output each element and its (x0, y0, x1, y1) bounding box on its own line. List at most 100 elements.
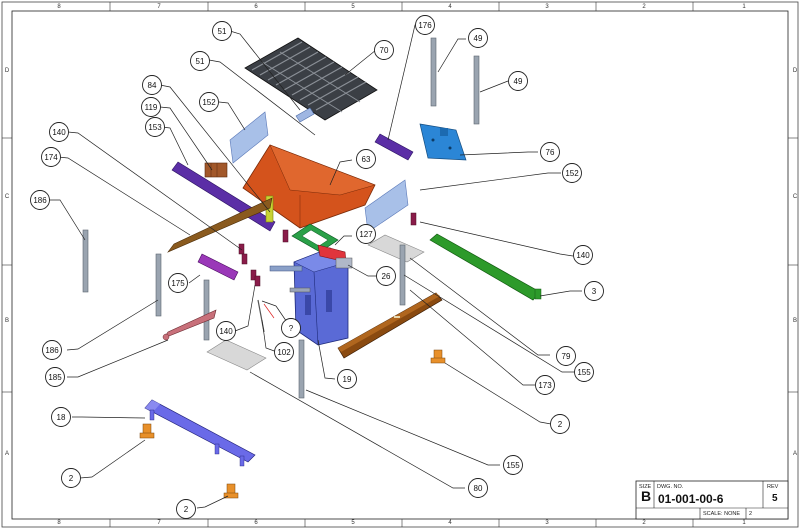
part-hopper-63 (242, 144, 376, 229)
title-block: SIZE B DWG. NO. 01-001-00-6 REV 5 SCALE:… (635, 480, 789, 520)
balloon-153: 153 (145, 117, 165, 137)
balloon-186: 186 (42, 340, 62, 360)
part-bar-176 (374, 133, 414, 161)
balloon-175: 175 (168, 273, 188, 293)
balloon-18: 18 (51, 407, 71, 427)
column-zone-label: 2 (642, 4, 646, 10)
part-post-49-right (473, 55, 480, 125)
balloon-label: 51 (218, 27, 227, 36)
part-block-119 (204, 162, 228, 178)
balloon-circle (556, 346, 576, 366)
part-panel-152-left (229, 111, 269, 164)
part-central-assembly (269, 244, 353, 346)
balloon-label: 18 (57, 413, 66, 422)
title-dwg-label: DWG. NO. (657, 484, 684, 490)
balloon-label: 80 (474, 484, 483, 493)
balloon-label: 2 (184, 505, 189, 514)
balloon-circle (356, 224, 376, 244)
balloon-circle (535, 375, 555, 395)
column-zone-label: 4 (448, 520, 452, 526)
balloon-circle (584, 281, 604, 301)
balloon-185: 185 (45, 367, 65, 387)
title-sheet: 2 (749, 511, 752, 517)
balloon-174: 174 (41, 147, 61, 167)
balloon-label: 49 (474, 34, 483, 43)
balloon-circle (281, 318, 301, 338)
balloon-circle (61, 468, 81, 488)
part-cylinder-185 (162, 309, 217, 341)
balloon-label: 152 (202, 98, 216, 107)
balloon-label: 119 (145, 103, 158, 112)
balloon-label: ? (289, 324, 294, 333)
balloon-circle (573, 245, 593, 265)
title-rev-label: REV (767, 484, 779, 490)
balloon-label: 49 (514, 77, 523, 86)
row-zone-label: D (5, 68, 10, 74)
part-bracket-76 (419, 123, 467, 161)
balloon-circle (141, 97, 161, 117)
balloon-circle (176, 499, 196, 519)
balloon-circle (376, 266, 396, 286)
balloon-circle (51, 407, 71, 427)
balloon-label: 127 (359, 230, 373, 239)
row-zone-label: C (5, 194, 10, 200)
balloon-label: 26 (382, 272, 391, 281)
title-size-label: SIZE (639, 484, 652, 490)
balloon-circle (503, 455, 523, 475)
balloon-186: 186 (30, 190, 50, 210)
balloon-49: 49 (508, 71, 528, 91)
balloon-label: 2 (69, 474, 74, 483)
balloon-49: 49 (468, 28, 488, 48)
balloon-circle (45, 367, 65, 387)
balloon-label: 140 (576, 251, 590, 260)
row-zone-label: C (793, 194, 798, 200)
balloon-155: 155 (503, 455, 523, 475)
title-size-value: B (641, 488, 651, 504)
balloon-84: 84 (142, 75, 162, 95)
part-channel-173 (337, 292, 443, 359)
balloon-circle (374, 40, 394, 60)
row-zone-label: A (793, 451, 797, 457)
balloon-circle (337, 369, 357, 389)
column-zone-label: 1 (742, 520, 746, 526)
balloon-label: 175 (171, 279, 185, 288)
column-zone-label: 8 (57, 520, 61, 526)
balloon-label: 3 (592, 287, 597, 296)
balloon-140: 140 (216, 321, 236, 341)
row-zone-label: B (5, 318, 9, 324)
part-grate-70 (244, 37, 378, 121)
balloon-circle (49, 122, 69, 142)
balloon-label: 51 (196, 57, 205, 66)
part-foot-2-left (139, 423, 155, 439)
balloon-label: 79 (562, 352, 571, 361)
balloon-26: 26 (376, 266, 396, 286)
balloon-label: 84 (148, 81, 157, 90)
column-zone-label: 7 (157, 520, 161, 526)
balloon-label: 19 (343, 375, 352, 384)
part-frame-127 (291, 223, 339, 253)
balloon-circle (574, 362, 594, 382)
part-foot-2-bottom (223, 483, 239, 499)
balloon-2: 2 (61, 468, 81, 488)
balloon-label: 140 (52, 128, 66, 137)
balloon-unknown: ? (281, 318, 301, 338)
part-plate-79 (367, 234, 425, 263)
balloon-circle (42, 340, 62, 360)
column-zone-label: 3 (545, 520, 549, 526)
part-rail-3 (429, 233, 542, 301)
balloon-2: 2 (176, 499, 196, 519)
balloon-label: 140 (219, 327, 233, 336)
balloon-70: 70 (374, 40, 394, 60)
column-zone-label: 3 (545, 4, 549, 10)
column-zone-label: 5 (351, 520, 355, 526)
balloon-119: 119 (141, 97, 161, 117)
balloon-140: 140 (49, 122, 69, 142)
part-post-186-right (203, 279, 210, 341)
balloon-circle (468, 478, 488, 498)
part-post-155-upper (399, 244, 406, 306)
balloon-circle (30, 190, 50, 210)
balloon-circle (562, 163, 582, 183)
balloon-155: 155 (574, 362, 594, 382)
column-zone-label: 4 (448, 4, 452, 10)
